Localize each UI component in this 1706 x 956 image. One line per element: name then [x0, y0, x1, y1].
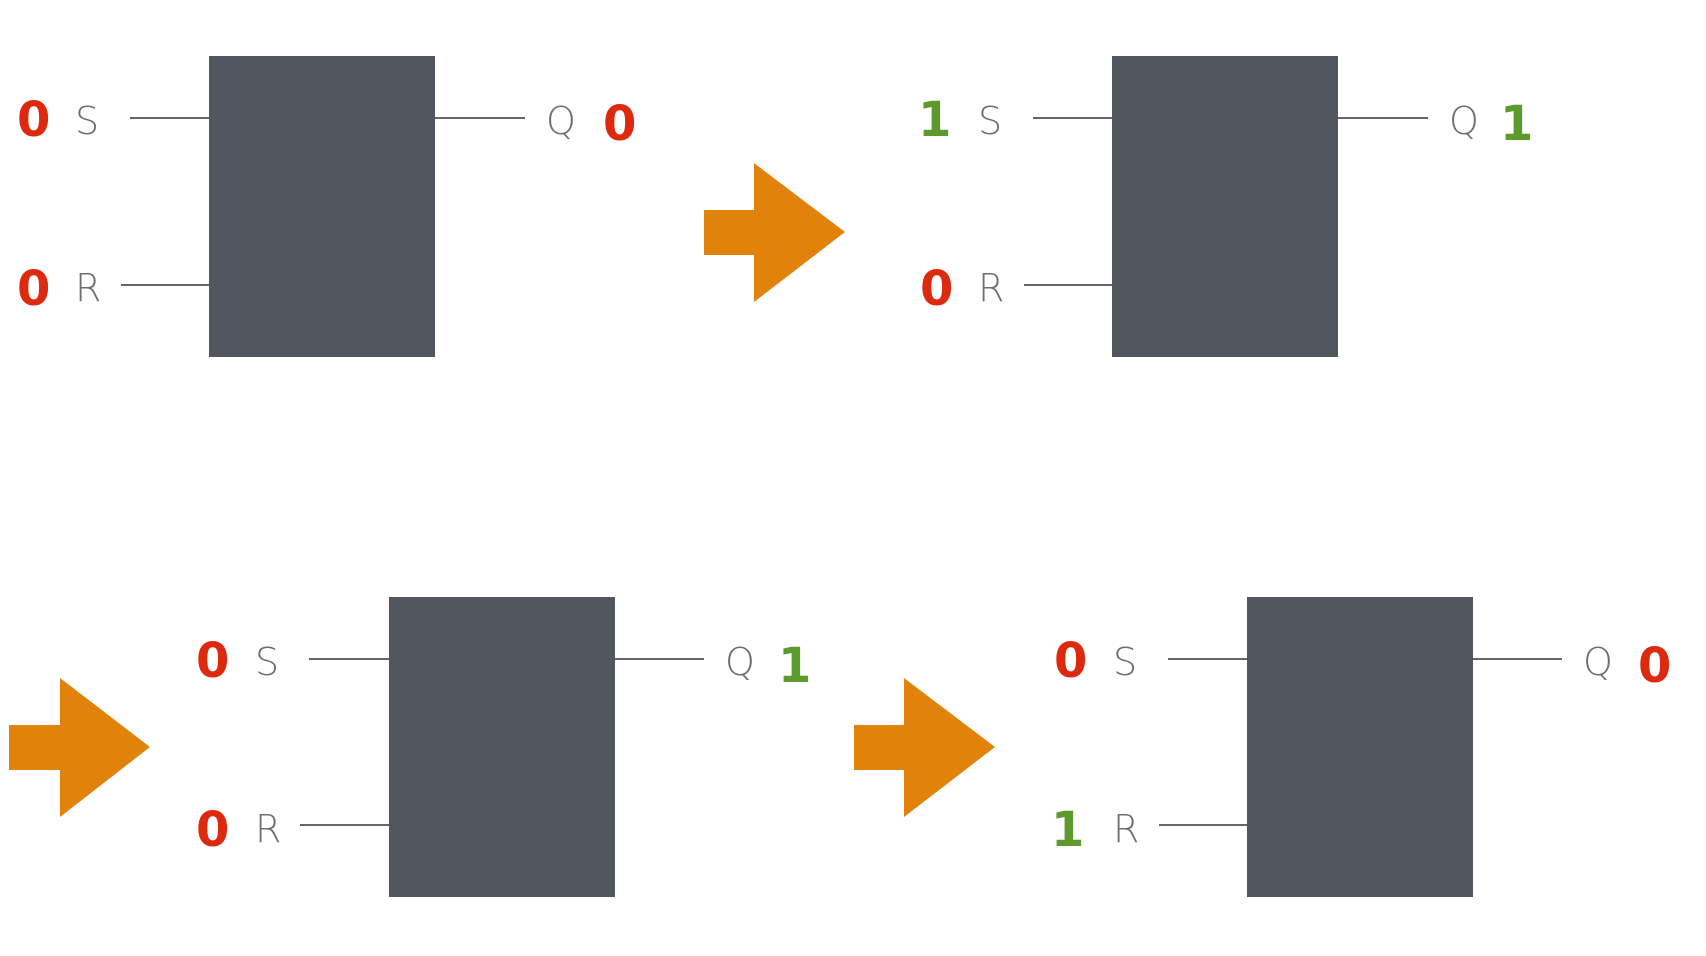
s-value: 0	[1054, 633, 1087, 689]
latch-block	[389, 597, 615, 897]
q-pin-label: Q	[725, 640, 755, 684]
s-pin-label: S	[978, 99, 1002, 143]
r-value: 0	[920, 261, 953, 317]
s-value: 0	[196, 633, 229, 689]
latch-state-2: S R Q 1 0 1	[918, 56, 1533, 357]
q-pin-label: Q	[546, 99, 576, 143]
r-pin-label: R	[1113, 807, 1139, 851]
latch-block	[1112, 56, 1338, 357]
latch-state-1: S R Q 0 0 0	[17, 56, 636, 357]
r-pin-label: R	[255, 807, 281, 851]
q-value: 1	[778, 638, 811, 694]
q-value: 0	[1638, 638, 1671, 694]
s-pin-label: S	[75, 99, 99, 143]
right-arrow-icon	[9, 678, 150, 817]
q-value: 1	[1500, 96, 1533, 152]
s-pin-label: S	[255, 640, 279, 684]
right-arrow-icon	[854, 678, 995, 817]
q-pin-label: Q	[1583, 640, 1613, 684]
s-pin-label: S	[1113, 640, 1137, 684]
latch-state-3: S R Q 0 0 1	[196, 597, 811, 897]
q-pin-label: Q	[1449, 99, 1479, 143]
latch-block	[1247, 597, 1473, 897]
latch-block	[209, 56, 435, 357]
right-arrow-icon	[704, 163, 845, 302]
q-value: 0	[603, 96, 636, 152]
r-pin-label: R	[75, 266, 101, 310]
r-value: 0	[17, 261, 50, 317]
r-pin-label: R	[978, 266, 1004, 310]
s-value: 1	[918, 92, 951, 148]
r-value: 0	[196, 802, 229, 858]
r-value: 1	[1051, 802, 1084, 858]
s-value: 0	[17, 92, 50, 148]
latch-state-4: S R Q 0 1 0	[1051, 597, 1671, 897]
